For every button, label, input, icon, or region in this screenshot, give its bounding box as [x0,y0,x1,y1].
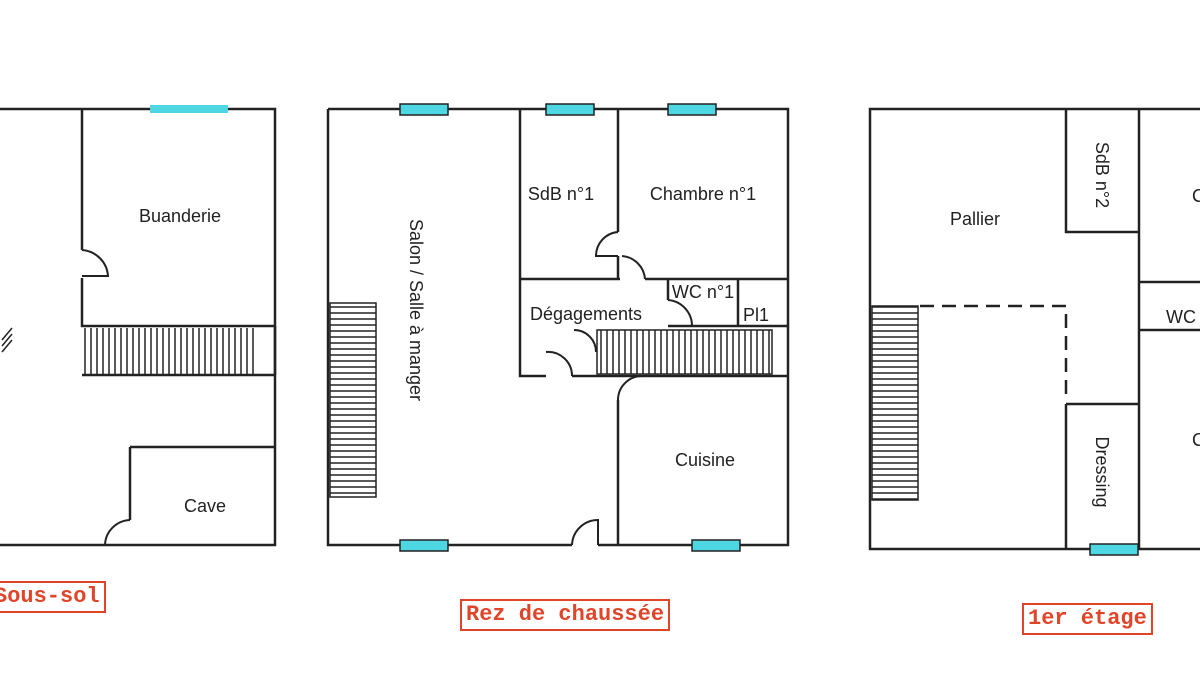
floor-label-sous-sol: Sous-sol [0,581,106,613]
door-swing [621,255,646,280]
window [545,103,595,116]
floor-label-rez-de-chaussee: Rez de chaussée [460,599,671,631]
wall [80,278,275,328]
door-swing [617,375,643,401]
staircase [596,329,773,375]
wall [326,109,572,547]
door-swing [667,299,694,327]
room-label-pallier: Pallier [950,209,1000,229]
room-label-buanderie: Buanderie [139,206,221,226]
room-label-cuisine: Cuisine [675,450,735,470]
door-swing [571,518,599,546]
room-label-chambre-partial-top: C [1192,186,1200,206]
door-swing [104,519,131,546]
staircase [329,302,377,498]
door-swing [81,249,110,277]
floor-plan-1er-etage [868,107,1200,556]
room-label-pl1: Pl1 [743,305,769,325]
railing [920,304,1068,400]
room-label-sdb-1: SdB n°1 [528,184,594,204]
window [691,539,741,552]
room-label-dressing: Dressing [1092,436,1112,507]
room-label-chambre-1: Chambre n°1 [650,184,756,204]
window [399,539,449,552]
room-label-cave: Cave [184,496,226,516]
wall [1064,109,1139,234]
room-label-wc-2: WC [1166,307,1196,327]
staircase [83,328,258,374]
door-swing [545,350,574,377]
door-swing [594,231,619,257]
staircase [871,305,919,501]
wall [518,109,546,378]
room-label-wc-1: WC n°1 [672,282,734,302]
window [399,103,449,116]
room-label-chambre-partial-bottom: C [1192,430,1200,450]
wall [868,107,1200,551]
floor-plan-sous-sol [0,105,277,547]
floor-label-1er-etage: 1er étage [1022,603,1153,635]
door-swing [573,329,597,353]
floor-plan-rez-de-chaussee [326,103,790,552]
hatch-mark [1,327,13,353]
room-label-sdb-2: SdB n°2 [1092,142,1112,208]
window [667,103,717,116]
room-label-salon: Salon / Salle à manger [406,219,426,401]
room-label-degagements: Dégagements [530,304,642,324]
window [1089,543,1139,556]
